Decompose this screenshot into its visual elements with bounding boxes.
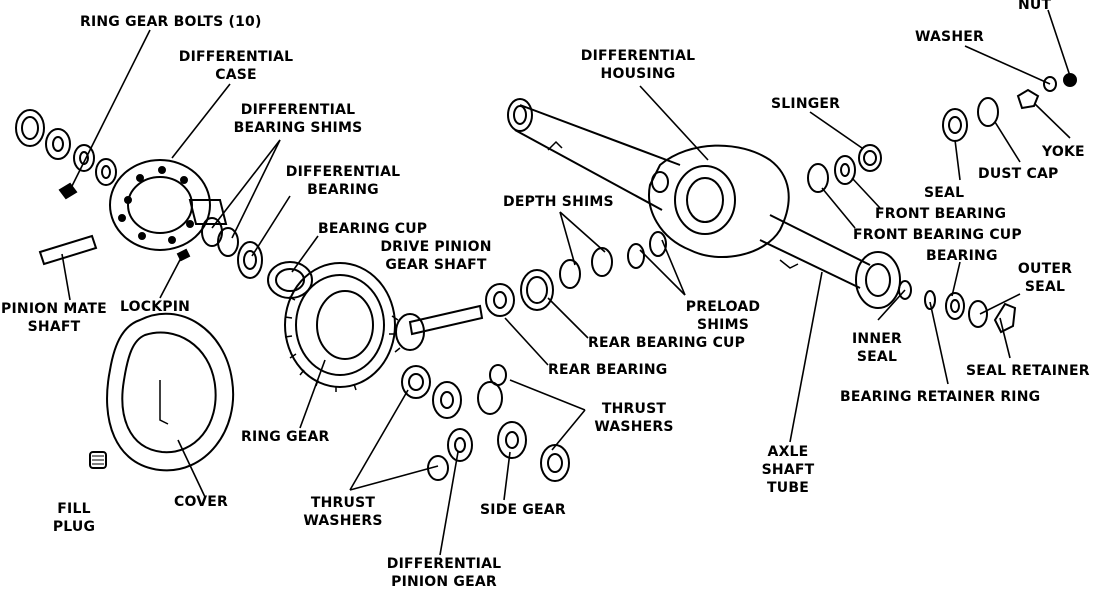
ring-gear-shape [284,262,396,392]
label-differential-bearing: DIFFERENTIAL BEARING [285,164,401,198]
pinion-bearing-shapes [485,231,667,317]
label-rear-bearing-cup: REAR BEARING CUP [588,335,746,351]
label-seal: SEAL [924,185,965,201]
label-seal-retainer: SEAL RETAINER [966,363,1090,379]
label-depth-shims: DEPTH SHIMS [503,194,614,210]
pinion-mate-shaft-shape [38,234,191,266]
differential-gears-shapes [401,364,570,482]
label-bearing-retainer-ring: BEARING RETAINER RING [840,389,1041,405]
label-preload-shims: PRELOAD SHIMS [685,299,761,333]
label-bearing: BEARING [926,248,998,264]
label-axle-shaft-tube: AXLE SHAFT TUBE [761,444,815,496]
label-ring-gear: RING GEAR [241,429,330,445]
fill-plug-shape [89,451,107,469]
axle-end-parts [898,280,1017,334]
label-pinion-mate-shaft: PINION MATE SHAFT [1,301,107,335]
label-differential-bearing-shims: DIFFERENTIAL BEARING SHIMS [233,102,363,136]
label-side-gear: SIDE GEAR [480,502,566,518]
label-dust-cap: DUST CAP [978,166,1059,182]
label-drive-pinion-gear-shaft: DRIVE PINION GEAR SHAFT [380,239,492,273]
label-yoke: YOKE [1042,144,1085,160]
label-inner-seal: INNER SEAL [852,331,902,365]
label-slinger: SLINGER [771,96,841,112]
label-thrust-washers-left: THRUST WASHERS [303,495,383,529]
label-lockpin: LOCKPIN [120,299,191,315]
front-pinion-parts [807,73,1077,193]
label-nut: NUT [1018,0,1052,13]
differential-case-shape [109,159,228,251]
label-washer: WASHER [915,29,984,45]
case-bearing-parts [201,217,313,299]
cover-shape [106,312,235,472]
label-thrust-washers-right: THRUST WASHERS [594,401,674,435]
label-front-bearing: FRONT BEARING [875,206,1007,222]
label-rear-bearing: REAR BEARING [548,362,668,378]
label-differential-pinion-gear: DIFFERENTIAL PINION GEAR [386,556,502,590]
label-differential-case: DIFFERENTIAL CASE [178,49,294,83]
label-bearing-cup: BEARING CUP [318,221,428,237]
label-differential-housing: DIFFERENTIAL HOUSING [580,48,696,82]
label-fill-plug: FILL PLUG [52,501,96,535]
label-front-bearing-cup: FRONT BEARING CUP [853,227,1022,243]
label-outer-seal: OUTER SEAL [1017,261,1073,295]
axle-housing-shape [507,98,901,309]
label-ring-gear-bolts: RING GEAR BOLTS (10) [80,14,262,30]
drive-pinion-shape [389,304,484,353]
left-bearings-stack [15,109,117,200]
label-cover: COVER [174,494,228,510]
